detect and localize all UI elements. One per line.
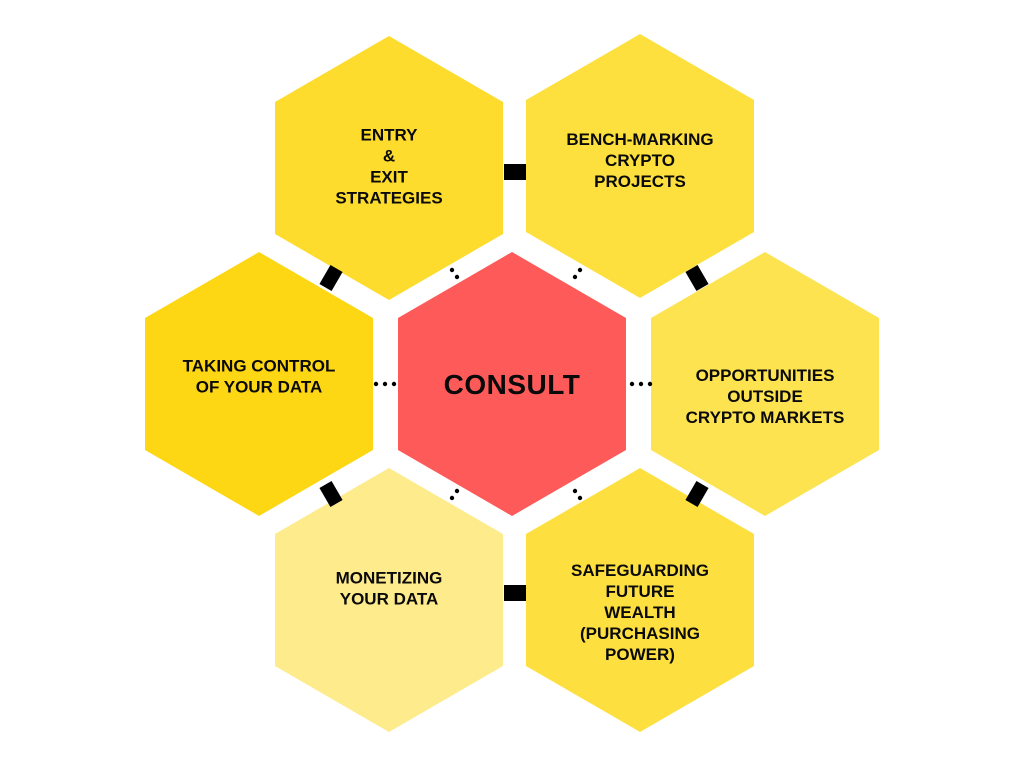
connector-dot	[577, 267, 583, 273]
hexagon-taking-control: TAKING CONTROL OF YOUR DATA	[145, 252, 373, 516]
hexagon-label-line: PROJECTS	[594, 172, 686, 191]
connector-dot	[577, 495, 583, 501]
connector-bar	[319, 480, 343, 508]
connector-bar	[319, 264, 343, 292]
dotted-connector	[449, 267, 460, 280]
connector-dot	[629, 381, 635, 387]
dotted-connector	[572, 267, 583, 280]
hexagon-label-line: YOUR DATA	[340, 590, 439, 609]
hexagon-label-line: OUTSIDE	[727, 387, 803, 406]
hexagon-entry-exit: ENTRY & EXIT STRATEGIES	[275, 36, 503, 300]
connector-dot	[449, 495, 455, 501]
hexagon-center: CONSULT	[398, 252, 626, 516]
dotted-connector	[373, 381, 397, 387]
hexagon-label-line: WEALTH	[604, 603, 675, 622]
hexagon-benchmarking: BENCH-MARKING CRYPTO PROJECTS	[526, 34, 754, 298]
hexagon-label-line: &	[383, 147, 395, 166]
center-hexagon-shape	[398, 252, 626, 516]
hexagon-shape	[651, 252, 879, 516]
connector-dot	[572, 274, 578, 280]
hexagon-label-line: CRYPTO	[605, 151, 675, 170]
connector-dot	[572, 488, 578, 494]
connector-dot	[647, 381, 653, 387]
dotted-connector	[449, 488, 460, 501]
hexagon-monetizing: MONETIZING YOUR DATA	[275, 468, 503, 732]
connector-bar	[504, 585, 526, 601]
hexagon-label-line: EXIT	[370, 168, 408, 187]
connector-dot	[454, 274, 460, 280]
connector-dot	[382, 381, 388, 387]
hexagon-label-line: MONETIZING	[336, 569, 443, 588]
hexagon-label-line: POWER)	[605, 645, 675, 664]
connector-dot	[638, 381, 644, 387]
hexagon-label-line: TAKING CONTROL	[183, 357, 336, 376]
hexagon-shape	[145, 252, 373, 516]
dotted-connector	[629, 381, 653, 387]
connector-bar	[504, 164, 526, 180]
dotted-connector	[572, 488, 583, 501]
connector-bar	[685, 480, 709, 508]
center-label: CONSULT	[444, 369, 581, 400]
hexagon-label-line: BENCH-MARKING	[566, 130, 713, 149]
hexagon-shape	[526, 468, 754, 732]
connector-bar	[685, 264, 709, 292]
connector-dot	[373, 381, 379, 387]
hexagon-shape	[275, 36, 503, 300]
hexagon-safeguarding: SAFEGUARDING FUTURE WEALTH (PURCHASING POWER…	[526, 468, 754, 732]
hexagon-label-line: (PURCHASING	[580, 624, 700, 643]
connector-dot	[454, 488, 460, 494]
hexagon-label-line: STRATEGIES	[335, 189, 442, 208]
connector-dot	[449, 267, 455, 273]
hexagon-opportunities: OPPORTUNITIES OUTSIDE CRYPTO MARKETS	[651, 252, 879, 516]
hexagon-label-line: OPPORTUNITIES	[696, 366, 835, 385]
hexagon-label-line: ENTRY	[361, 126, 419, 145]
hexagon-label-line: SAFEGUARDING	[571, 561, 709, 580]
connector-dot	[391, 381, 397, 387]
hexagon-label-line: OF YOUR DATA	[196, 378, 323, 397]
hexagon-shape	[275, 468, 503, 732]
hexagon-shape	[526, 34, 754, 298]
hexagon-label-line: FUTURE	[606, 582, 675, 601]
hexagon-label-line: CRYPTO MARKETS	[686, 408, 845, 427]
